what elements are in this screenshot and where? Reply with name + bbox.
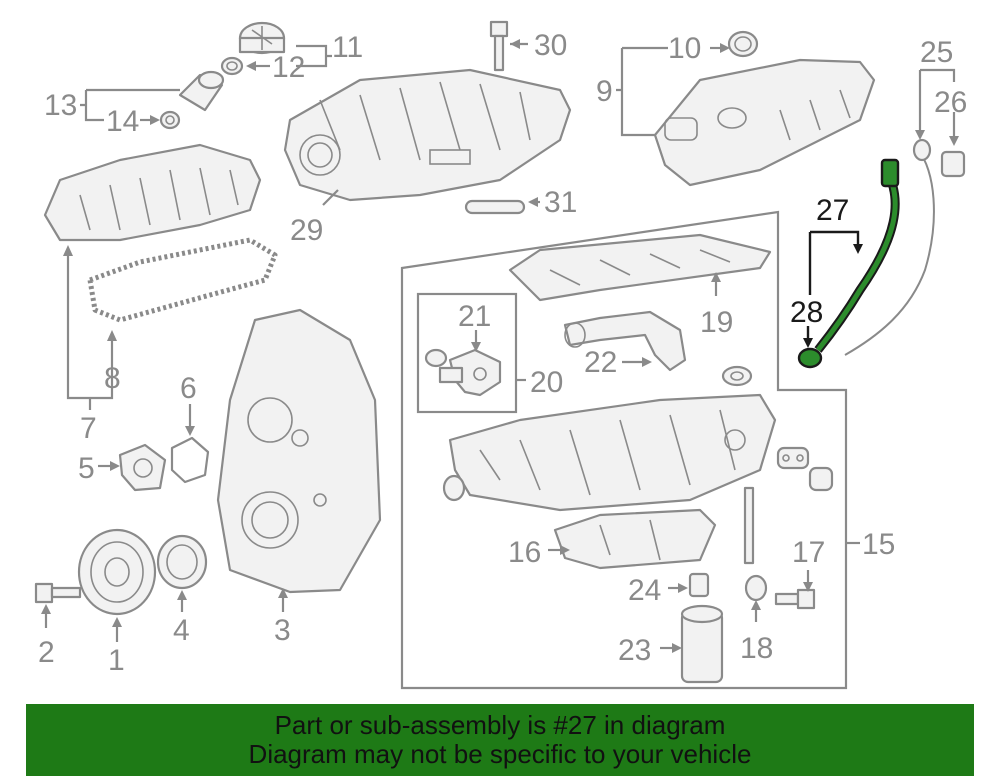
banner-line-2: Diagram may not be specific to your vehi… <box>248 739 752 769</box>
banner-line-1: Part or sub-assembly is #27 in diagram <box>274 710 726 740</box>
windage-tray <box>508 233 772 302</box>
pickup-nut <box>721 365 753 387</box>
dipstick-seal <box>940 150 966 178</box>
callout-17: 17 <box>792 536 825 569</box>
manifold-gasket <box>464 199 526 215</box>
callout-11: 11 <box>332 31 363 64</box>
info-banner: Part or sub-assembly is #27 in diagram D… <box>26 704 974 776</box>
callout-13: 13 <box>44 89 77 122</box>
callout-21: 21 <box>458 300 491 333</box>
callout-26: 26 <box>934 86 967 119</box>
oil-pan-plug-seal <box>442 474 466 502</box>
dipstick-tube-highlighted <box>814 158 900 353</box>
oil-pan-lower <box>553 508 717 570</box>
parts-diagram: 29 11 12 13 14 30 31 <box>34 20 967 690</box>
dipstick-tube-seal-highlighted <box>797 347 823 369</box>
oil-pump-housing <box>118 443 167 492</box>
callout-3: 3 <box>274 614 291 647</box>
callout-6: 6 <box>180 372 197 405</box>
oil-level-indicator <box>844 138 935 356</box>
callout-12: 12 <box>272 51 305 84</box>
oil-filter-adapter <box>688 572 710 598</box>
callout-4: 4 <box>173 614 190 647</box>
valve-cover-gasket <box>87 237 278 323</box>
drain-plug-washer <box>744 574 768 602</box>
sensor-group-box <box>416 292 518 414</box>
callout-22: 22 <box>584 346 617 379</box>
callout-15: 15 <box>862 528 895 561</box>
callout-9: 9 <box>596 75 613 108</box>
manifold-bolt <box>489 20 509 72</box>
pump-gasket <box>170 436 210 484</box>
callout-23: 23 <box>618 634 651 667</box>
callout-27: 27 <box>816 194 849 227</box>
callout-2: 2 <box>38 636 55 669</box>
callout-7: 7 <box>80 412 97 445</box>
callout-25: 25 <box>920 36 953 69</box>
callout-28: 28 <box>790 296 823 329</box>
valve-cover-left <box>43 143 262 242</box>
oil-cooler-gasket <box>776 446 810 470</box>
callout-8: 8 <box>104 362 121 395</box>
callout-1: 1 <box>108 644 125 677</box>
callout-18: 18 <box>740 632 773 665</box>
pan-stud <box>743 486 755 565</box>
valve-cover-seal <box>727 30 759 58</box>
callout-14: 14 <box>106 105 139 138</box>
oil-cooler-adapter <box>808 466 834 492</box>
callout-30: 30 <box>534 29 567 62</box>
crankshaft-front-seal <box>156 534 208 590</box>
oil-filler-cap <box>238 21 286 55</box>
intake-manifold <box>283 68 572 202</box>
oil-filter <box>680 604 724 684</box>
callout-29: 29 <box>290 214 323 247</box>
tube-seal <box>159 110 181 130</box>
callout-10: 10 <box>668 32 701 65</box>
callout-24: 24 <box>628 574 661 607</box>
drain-plug <box>774 588 816 610</box>
callout-19: 19 <box>700 306 733 339</box>
callout-16: 16 <box>508 536 541 569</box>
callout-20: 20 <box>530 366 563 399</box>
balancer-bolt <box>34 582 82 604</box>
callout-5: 5 <box>78 452 95 485</box>
oil-pressure-sensor <box>424 348 502 397</box>
cap-o-ring <box>220 56 244 76</box>
callout-31: 31 <box>544 186 577 219</box>
crankshaft-balancer <box>77 528 157 616</box>
valve-cover-right <box>653 58 876 187</box>
oil-filler-tube <box>178 70 225 112</box>
oil-pickup-tube <box>563 310 687 372</box>
oil-pan-group-box <box>400 210 848 690</box>
timing-cover <box>216 308 382 594</box>
